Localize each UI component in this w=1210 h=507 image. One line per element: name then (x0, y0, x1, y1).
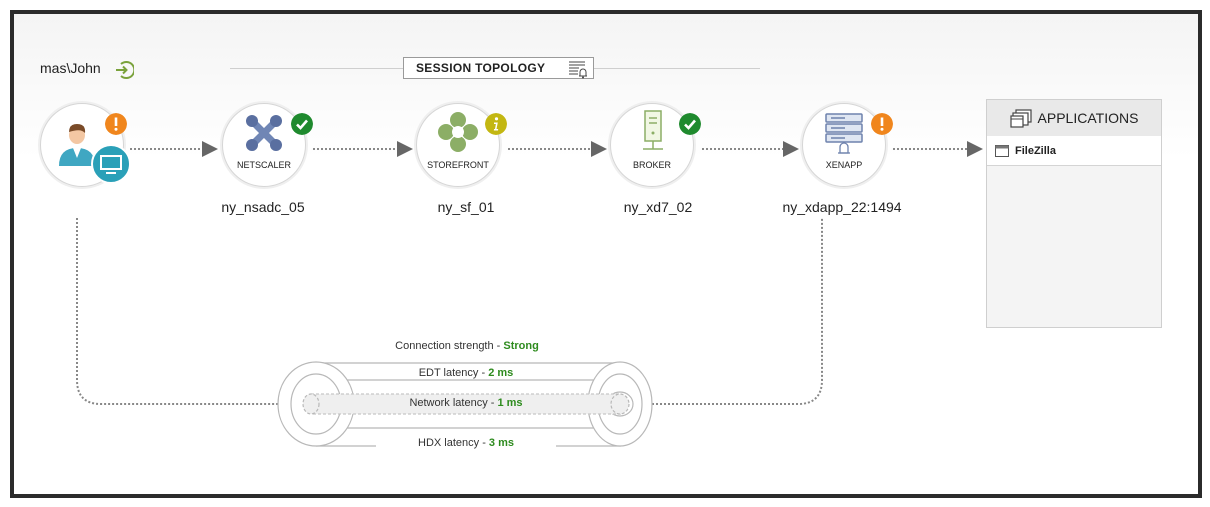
host-name: ny_nsadc_05 (221, 199, 305, 215)
node-storefront[interactable]: STOREFRONT (416, 103, 507, 187)
warning-icon (105, 113, 127, 135)
node-user[interactable] (40, 103, 131, 187)
session-topology-title: SESSION TOPOLOGY (403, 57, 594, 79)
netscaler-icon (246, 115, 282, 151)
network-latency: Network latency - 1 ms (409, 397, 523, 409)
user-icon (59, 124, 95, 166)
warning-icon (871, 113, 893, 135)
check-icon (291, 113, 313, 135)
xenapp-server-icon (825, 113, 863, 154)
title-text: SESSION TOPOLOGY (416, 61, 546, 75)
node-netscaler[interactable]: NETSCALER (222, 103, 313, 187)
route-tube-to-xenapp (640, 218, 823, 405)
node-type-label: STOREFRONT (427, 160, 489, 170)
node-broker[interactable]: BROKER (610, 103, 701, 187)
application-name: FileZilla (1015, 144, 1056, 157)
storefront-icon (438, 112, 478, 152)
node-type-label: BROKER (632, 160, 671, 170)
check-icon (679, 113, 701, 135)
node-type-label: XENAPP (825, 160, 863, 170)
user-name: mas\John (40, 60, 101, 76)
host-name: ny_xdapp_22:1494 (782, 199, 902, 215)
hdx-latency: HDX latency - 3 ms (376, 437, 556, 449)
desktop-icon (91, 144, 131, 184)
applications-title: APPLICATIONS (1037, 110, 1139, 126)
route-user-to-tube (76, 218, 290, 405)
node-xenapp[interactable]: XENAPP (802, 103, 893, 187)
app-window-icon (995, 144, 1009, 157)
node-type-label: NETSCALER (236, 160, 291, 170)
applications-panel: APPLICATIONS FileZilla (986, 99, 1162, 328)
applications-header: APPLICATIONS (987, 100, 1161, 137)
connection-strength: Connection strength - Strong (337, 340, 597, 352)
application-item[interactable]: FileZilla (987, 136, 1161, 166)
windows-icon (1009, 109, 1032, 128)
connection-tube (277, 361, 653, 447)
broker-server-icon (643, 110, 663, 150)
host-name: ny_sf_01 (437, 199, 495, 215)
info-icon (485, 113, 507, 135)
report-alert-icon[interactable] (567, 59, 589, 79)
logout-icon[interactable] (114, 60, 134, 80)
edt-latency: EDT latency - 2 ms (376, 367, 556, 379)
host-name: ny_xd7_02 (623, 199, 693, 215)
